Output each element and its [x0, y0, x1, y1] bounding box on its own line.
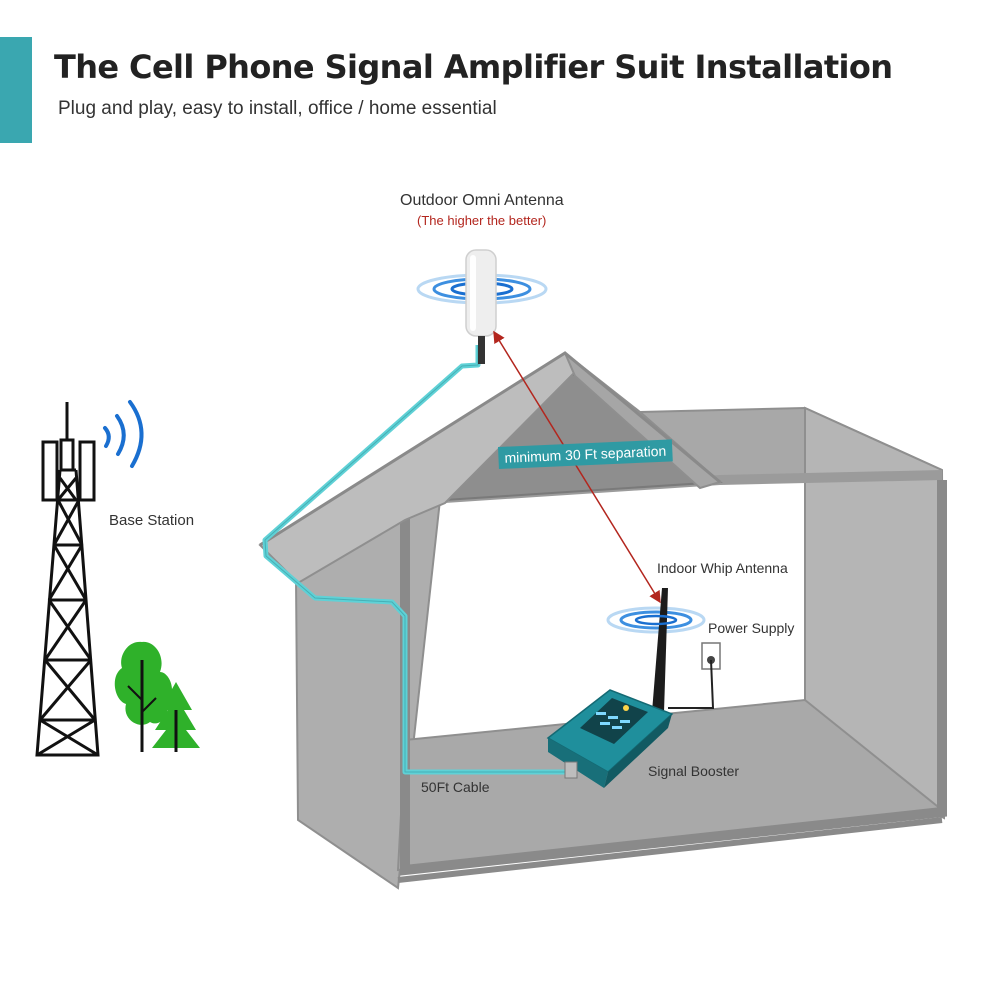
power-supply	[668, 642, 721, 709]
header-accent-bar	[0, 37, 32, 143]
house-right-wall	[804, 406, 946, 820]
base-station-signal-waves	[103, 400, 144, 468]
outdoor-antenna-note: (The higher the better)	[417, 213, 547, 228]
signal-booster-label: Signal Booster	[648, 763, 740, 779]
house	[258, 351, 947, 890]
trees	[114, 641, 200, 752]
signal-booster	[546, 689, 674, 788]
base-station-label: Base Station	[109, 512, 195, 529]
page-subtitle: Plug and play, easy to install, office /…	[58, 98, 497, 119]
indoor-whip-antenna	[606, 588, 706, 712]
outdoor-omni-antenna	[416, 249, 548, 364]
indoor-antenna-label: Indoor Whip Antenna	[657, 560, 788, 576]
power-supply-label: Power Supply	[708, 620, 795, 636]
cable-label: 50Ft Cable	[421, 779, 490, 795]
base-station-tower	[35, 402, 100, 757]
page-title: The Cell Phone Signal Amplifier Suit Ins…	[54, 48, 893, 86]
outdoor-antenna-label: Outdoor Omni Antenna	[400, 192, 564, 209]
separation-arrow	[493, 330, 661, 604]
